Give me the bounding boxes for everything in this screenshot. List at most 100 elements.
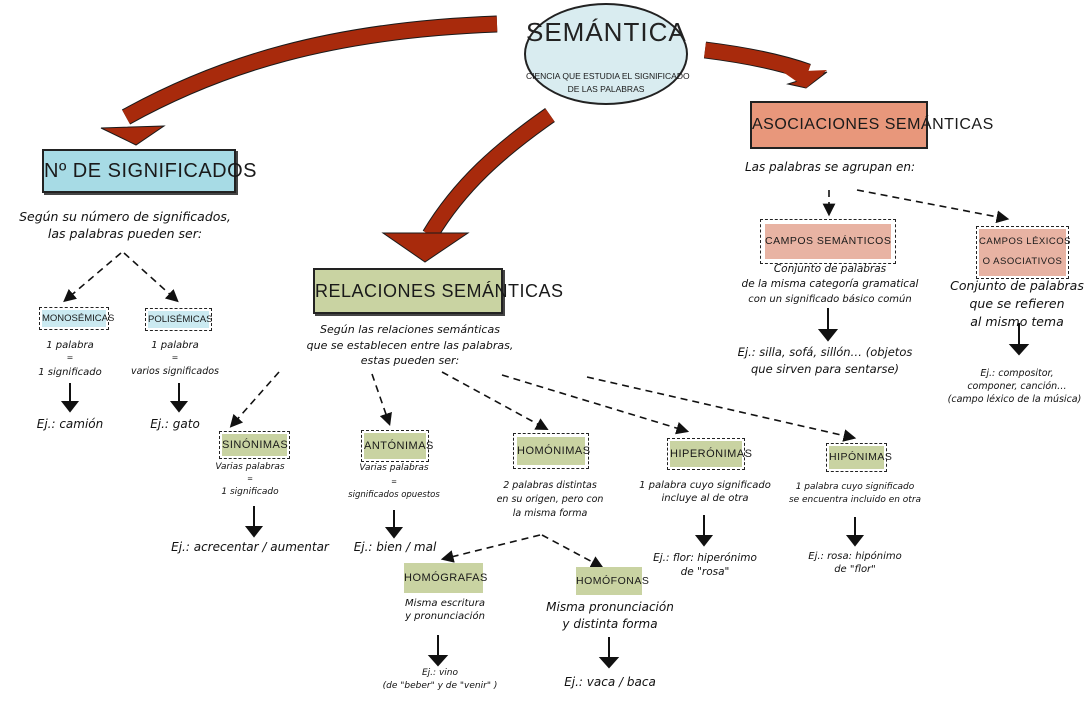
hiperonimas-box: HIPERÓNIMAS [667,438,752,470]
homografas-example2: (de "beber" y de "venir" ) [382,681,498,691]
antonimas-example: Ej.: bien / mal [353,540,437,554]
arrow-antonimas-example [384,510,404,539]
campos-semanticos-desc2: de la misma categoría gramatical [741,278,919,290]
arrow-polisemicas-example [169,383,189,413]
homografas-desc1: Misma escritura [405,598,485,609]
antonimas-desc2: significados opuestos [348,490,440,500]
campos-lexicos-box: CAMPOS LÉXICOS O ASOCIATIVOS [976,226,1071,279]
sinonimas-box: SINÓNIMAS [219,431,290,459]
polisemicas-desc2: varios significados [130,366,220,377]
homonimas-desc2: en su origen, pero con [496,494,604,505]
link-antonimas [371,373,392,427]
hiponimas-desc2: se encuentra incluido en otra [788,495,922,505]
relaciones-title-box: RELACIONES SEMÁNTICAS [313,268,563,314]
monosemicas-box: MONOSÉMICAS [39,307,114,330]
root-definition-line1: CIENCIA QUE ESTUDIA EL SIGNIFICADO [526,71,690,81]
relaciones-intro-line1: Según las relaciones semánticas [320,323,500,336]
campos-semanticos-desc3: con un significado básico común [748,294,912,305]
monosemicas-desc1: 1 palabra [46,340,94,351]
polisemicas-desc1: 1 palabra [151,340,199,351]
hiperonimas-label: HIPERÓNIMAS [670,441,752,467]
link-homografas [440,534,541,563]
campos-lexicos-label1: CAMPOS LÉXICOS [979,236,1071,247]
asociaciones-title: ASOCIACIONES SEMÁNTICAS [752,116,994,133]
campos-lexicos-desc2: que se refieren [969,296,1065,311]
arrow-sinonimas-example [244,506,264,538]
antonimas-equals: = [391,478,397,486]
arrow-hiperonimas-example [694,515,714,547]
relaciones-title: RELACIONES SEMÁNTICAS [315,281,564,301]
homografas-desc2: y pronunciación [405,611,485,622]
antonimas-box: ANTÓNIMAS [361,430,433,462]
big-arrow-to-asociaciones [703,41,828,89]
sinonimas-desc1: Varias palabras [215,462,285,472]
link-hiponimas [586,376,857,442]
monosemicas-example: Ej.: camión [36,417,104,431]
campos-semanticos-box: CAMPOS SEMÁNTICOS [760,219,896,264]
homofonas-label: HOMÓFONAS [576,575,650,587]
homofonas-example: Ej.: vaca / baca [564,675,656,689]
link-homofonas [541,534,604,569]
hiponimas-example2: de "flor" [834,564,876,575]
monosemicas-desc2: 1 significado [38,367,102,378]
homonimas-desc3: la misma forma [512,508,588,519]
relaciones-intro-line2: que se establecen entre las palabras, [306,339,514,352]
hiperonimas-desc1: 1 palabra cuyo significado [639,480,771,491]
homonimas-box: HOMÓNIMAS [513,433,590,469]
polisemicas-label: POLISÉMICAS [148,311,212,328]
link-campos-lexicos [856,189,1010,224]
campos-semanticos-desc1: Conjunto de palabras [773,263,887,275]
link-polisemicas [123,252,179,303]
root-node-semantica: SEMÁNTICA CIENCIA QUE ESTUDIA EL SIGNIFI… [524,3,690,105]
hiponimas-box: HIPÓNIMAS [826,443,892,472]
homonimas-desc1: 2 palabras distintas [503,480,597,491]
monosemicas-equals: = [66,353,74,362]
campos-semanticos-example2: que sirven para sentarse) [750,362,900,376]
relaciones-intro-line3: estas pueden ser: [360,354,460,367]
sinonimas-desc2: 1 significado [221,487,279,497]
campos-semanticos-label: CAMPOS SEMÁNTICOS [765,224,891,259]
homografas-label: HOMÓGRAFAS [404,572,488,584]
antonimas-desc1: Varias palabras [359,463,429,473]
sinonimas-label: SINÓNIMAS [222,434,288,456]
homonimas-label: HOMÓNIMAS [517,437,590,465]
polisemicas-example: Ej.: gato [150,417,200,431]
arrow-campos-lexicos-example [1008,323,1030,356]
campos-lexicos-desc3: al mismo tema [970,314,1064,329]
hiponimas-example1: Ej.: rosa: hipónimo [808,551,902,562]
campos-semanticos-example1: Ej.: silla, sofá, sillón… (objetos [737,345,913,359]
hiponimas-desc1: 1 palabra cuyo significado [795,482,915,492]
campos-lexicos-label-wrap: CAMPOS LÉXICOS O ASOCIATIVOS [979,229,1071,276]
antonimas-label: ANTÓNIMAS [364,433,433,459]
polisemicas-box: POLISÉMICAS [145,308,212,331]
arrow-monosemicas-example [60,383,80,413]
homofonas-box: HOMÓFONAS [576,567,649,595]
campos-lexicos-example1: Ej.: compositor, [980,368,1054,379]
hiperonimas-example2: de "rosa" [680,566,730,578]
hiponimas-label: HIPÓNIMAS [829,446,892,469]
significados-title: Nº DE SIGNIFICADOS [44,160,257,182]
sinonimas-example: Ej.: acrecentar / aumentar [171,540,329,554]
significados-title-box: Nº DE SIGNIFICADOS [42,149,257,193]
link-hiperonimas [501,374,690,435]
significados-intro-line1: Según su número de significados, [19,209,231,224]
campos-lexicos-desc1: Conjunto de palabras [950,278,1084,293]
arrow-homografas-example [427,635,449,667]
asociaciones-intro: Las palabras se agrupan en: [744,160,916,174]
polisemicas-equals: = [171,353,179,362]
arrow-campos-semanticos-example [817,308,839,342]
arrow-homofonas-example [598,637,620,669]
root-definition-line2: DE LAS PALABRAS [567,84,645,94]
link-sinonimas [229,371,280,428]
homografas-box: HOMÓGRAFAS [404,563,487,593]
asociaciones-title-box: ASOCIACIONES SEMÁNTICAS [750,101,993,149]
monosemicas-label: MONOSÉMICAS [42,310,114,327]
sinonimas-equals: = [247,475,253,483]
campos-lexicos-label2: O ASOCIATIVOS [982,256,1063,267]
hiperonimas-example1: Ej.: flor: hiperónimo [653,552,757,564]
homofonas-desc1: Misma pronunciación [546,600,674,614]
big-arrow-to-significados [100,15,498,146]
hiperonimas-desc2: incluye al de otra [661,493,749,504]
homografas-example1: Ej.: vino [422,668,458,678]
